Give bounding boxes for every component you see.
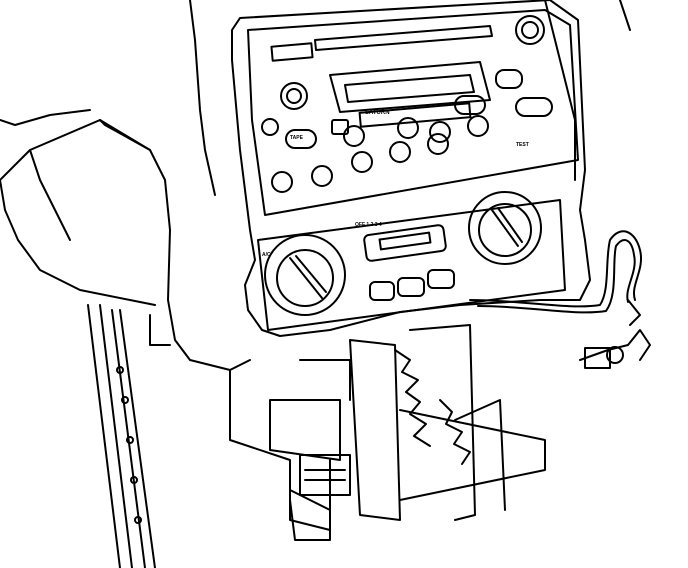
hvac-control-panel (257, 191, 566, 331)
pill-button-label: TAPE (290, 135, 303, 141)
air-mode-slider-icon[interactable] (363, 224, 447, 262)
right-rotary-knob-icon[interactable] (468, 191, 542, 265)
defrost-icon[interactable] (397, 277, 425, 297)
left-rotary-knob-icon[interactable] (264, 234, 346, 316)
mounting-bracket (229, 324, 546, 541)
console-trim-panel (0, 0, 631, 371)
dash-bezel (231, 0, 591, 337)
recirculation-icon[interactable] (369, 281, 395, 301)
fan-speed-scale-label: OFF 1 2 3 4 (355, 222, 382, 228)
bottom-right-label: TEST (516, 142, 529, 148)
model-text-label: SATURN (365, 110, 390, 116)
wire-harness (469, 230, 651, 369)
torn-break-line (394, 349, 471, 465)
left-dial-mark-label: A/C (262, 252, 271, 258)
left-vertical-rail (87, 304, 171, 568)
radio-cassette-unit (261, 15, 553, 193)
